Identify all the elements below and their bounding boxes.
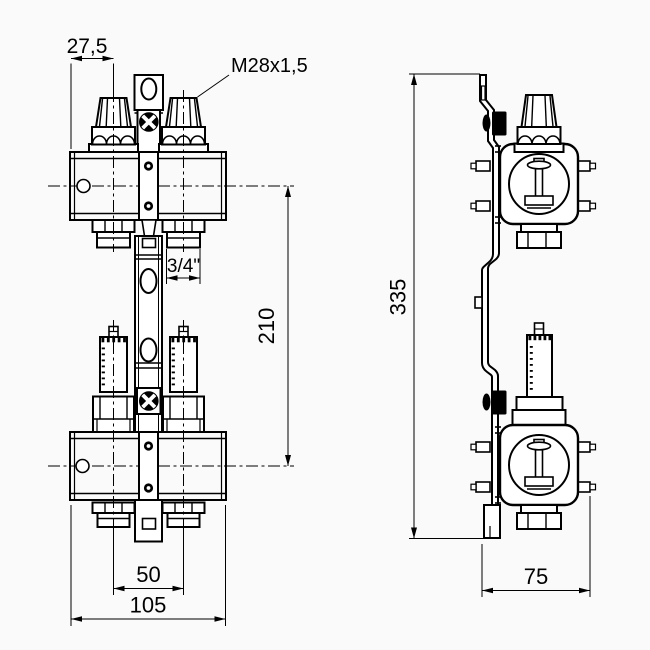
rail-square-hole-bottom (141, 517, 157, 530)
side-valve-bottom (495, 322, 580, 530)
mounting-rail (133, 74, 164, 543)
dim-axis-spacing-label: 210 (254, 308, 279, 345)
dim-total-width: 105 (70, 505, 226, 626)
flow-meter-scale-right (171, 347, 175, 386)
bracket-clamp-bottom (482, 390, 507, 415)
dimension-annotations: 27,5 M28x1,5 3/4" 210 (67, 35, 591, 626)
dim-outlet-spacing-label: 50 (136, 562, 160, 587)
bracket-clamp-top (482, 111, 507, 136)
thread-callout: M28x1,5 (197, 55, 308, 98)
side-view (470, 74, 597, 539)
dim-total-height: 335 (386, 73, 484, 539)
rail-oval-hole-2 (139, 337, 158, 363)
phillips-screw-bottom (139, 391, 159, 411)
flow-meter-scale-left (101, 347, 105, 386)
bracket-slot (480, 85, 486, 101)
bracket-tab (474, 296, 483, 309)
rail-oval-hole-1 (139, 268, 158, 294)
dim-outlet-size-label: 3/4" (167, 256, 200, 277)
dim-total-depth: 75 (481, 496, 591, 597)
rail-square-hole-top (141, 237, 157, 249)
flow-meter-scale-side (529, 346, 533, 390)
bracket-foot (483, 504, 501, 539)
rail-slot-hole (140, 77, 158, 101)
front-view (48, 74, 294, 543)
air-vent-port (76, 178, 91, 194)
dim-width-label: 105 (130, 593, 167, 618)
dim-outlet-size: 3/4" (166, 249, 201, 284)
dim-top-offset-label: 27,5 (67, 35, 108, 58)
dim-height-label: 335 (386, 279, 411, 316)
phillips-screw-top (139, 112, 159, 132)
side-bolts-left (470, 160, 491, 493)
manifold-tube-section-top (508, 153, 570, 215)
side-bracket-profile (479, 74, 500, 506)
manifold-tube-section-bottom (508, 434, 570, 496)
side-valve-top (495, 94, 580, 249)
dim-top-offset: 27,5 (67, 35, 114, 149)
dim-axis-spacing: 210 (254, 186, 291, 466)
thread-size-label: M28x1,5 (231, 55, 308, 77)
drain-port (75, 458, 90, 474)
dim-depth-label: 75 (524, 564, 548, 589)
side-bolts-right (577, 160, 597, 493)
dim-outlet-spacing: 50 (113, 530, 184, 595)
